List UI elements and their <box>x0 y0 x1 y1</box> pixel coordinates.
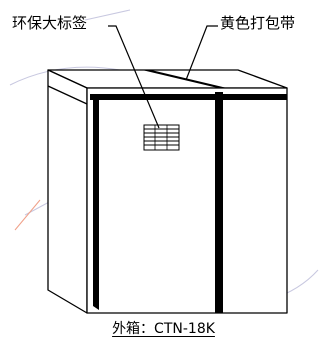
strap-left-vertical <box>93 98 99 310</box>
packing-straps <box>90 70 287 313</box>
box-top-face <box>47 69 288 89</box>
eco-label-graphic <box>143 124 180 151</box>
carton-box <box>47 69 288 314</box>
leader-lines <box>108 25 218 129</box>
leader-strap <box>185 25 218 81</box>
strap-callout: 黄色打包带 <box>220 14 296 32</box>
box-side-seam <box>47 85 88 105</box>
box-front-face <box>86 87 288 314</box>
strap-top-cross <box>90 94 287 100</box>
strap-top-diagonal <box>142 70 227 88</box>
box-left-face <box>47 69 88 314</box>
strap-front-vertical <box>215 92 223 313</box>
carton-caption: 外箱：CTN-18K <box>0 322 327 336</box>
carton-caption-text: 外箱：CTN-18K <box>112 321 215 337</box>
leader-eco-label <box>108 25 160 129</box>
eco-label-callout: 环保大标签 <box>12 14 88 32</box>
